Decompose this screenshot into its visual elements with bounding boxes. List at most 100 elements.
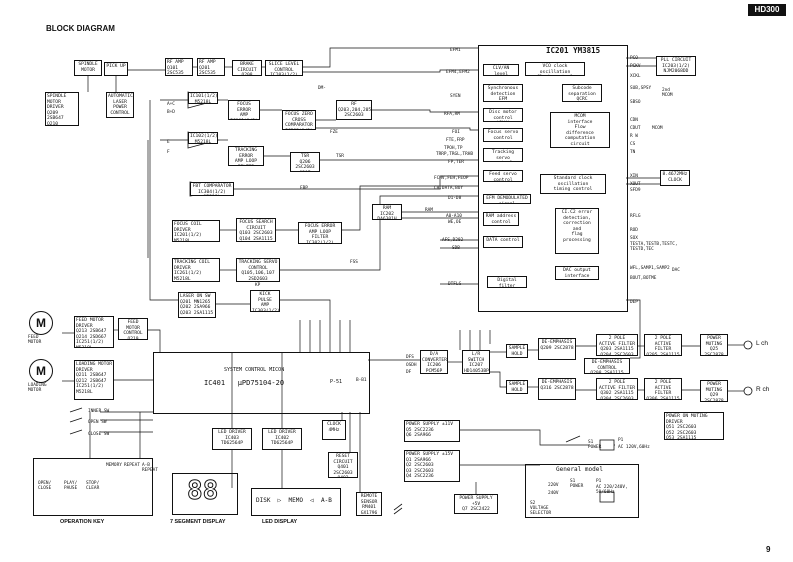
ic201-chip [478,45,628,312]
block-remote: REMOTE SENSOR RM401 GX1796 [356,492,382,516]
signal-label: A+C [167,102,175,107]
block-reset: RESET CIRCUIT Q401 2SC2603 Q402 2SC2603 [328,452,358,478]
signal-label: D1-D8 [448,196,462,201]
block-filter-2a: 2 POLE ACTIVE FILTER Q302 2SA1115 Q304 2… [596,378,638,400]
signal-label: PCO [630,56,638,61]
key-label: A-B REPEAT [142,463,158,473]
signal-label: SOX [630,236,638,241]
ic201-block-subcode: Subcode separation QCRC [562,84,602,102]
ic201-block-std-clock: Standard clock oscillation timing contro… [540,174,606,194]
block-led-driver-2: LED DRIVER IC402 TD62564P [262,428,302,450]
motor-feed: M [29,311,53,335]
ic201-block-dac-out: DAC output interface [555,266,599,280]
block-led-driver-1: LED DRIVER IC403 TD62564P [212,428,252,450]
signal-label: CLOSE SW [88,432,110,437]
key-label: REPEAT [124,463,140,468]
signal-label: DFS [406,355,414,360]
motor-loading: M [29,359,53,383]
signal-label: CH,DATA,BUY [434,186,464,191]
signal-label: FBP [300,186,308,191]
general-p1: P1 [596,479,602,484]
block-spindle-motor: SPINDLE MOTOR [74,60,102,76]
led-display-caption: LED DISPLAY [262,519,298,525]
operation-key-caption: OPERATION KEY [60,519,105,525]
block-ps-1: POWER SUPPLY ±11V Q5 2SC2236 Q6 2SA966 [404,420,460,442]
signal-label: S1 POWER [588,440,602,450]
signal-label: XOUT [630,182,641,187]
block-sh-2: SAMPLE HOLD [506,380,528,394]
block-rf-amp-2: RF AMP Q201 2SC535 Q202 2SC2603 [197,58,225,76]
signal-label: ROD [630,228,638,233]
ic201-block-vco: VCO clock oscillation Clock control [525,62,585,76]
general-spec: AC 220/240V, 50/60Hz [596,485,628,495]
block-da-conv: D/A CONVERTER IC206 PCM56P [420,350,448,374]
block-focus-search: FOCUS SEARCH CIRCUIT Q103 2SC2603 Q104 2… [236,218,276,242]
ic401-line1: SYSTEM CONTROL MICON [224,367,285,373]
signal-label: SBSO [630,100,641,105]
block-power-mute-2: POWER MUTING Q29 2SC2878 [700,380,728,402]
block-clock-4m: CLOCK 4MHz [322,420,346,440]
key-label: MEMORY [106,463,122,468]
general-model-title: General model [556,466,603,473]
signal-label: SYEN [450,94,461,99]
block-brake: BRAKE CIRCUIT Q208 2SC2603 [232,60,262,76]
block-tsr: TSR Q206 2SC2603 Q207 2SC2603 [290,152,320,172]
page-title: BLOCK DIAGRAM [46,24,115,33]
ic201-title: IC201 YM3815 [546,46,601,55]
led-display-panel: DISK ▷ MEMO ◁ A-B [251,488,341,516]
block-filter-1a: 2 POLE ACTIVE FILTER Q203 2SA1115 Q204 2… [596,334,638,356]
block-tracking-coil: TRACKING COIL DRIVER IC261(1/2) M5218L I… [172,258,220,282]
block-tracking-error: TRACKING ERROR AMP LOOP FILTER IC301(1/2… [228,146,264,166]
signal-label: B-B1 [356,378,367,383]
signal-label: CDN [630,118,638,123]
block-de-emph-1: DE-EMPHASIS Q209 2SC2878 [538,338,576,360]
v240-label: 240V [548,491,559,496]
led-items: DISK ▷ MEMO ◁ A-B [256,497,332,504]
signal-label: E [167,140,170,145]
signal-label: DEP [630,300,638,305]
signal-label: TESTA,TESTB,TESTC, TESTD,TEC [630,242,678,252]
signal-label: TN [630,150,636,155]
signal-label: TSR [336,154,344,159]
ic201-block-feed-servo: Feed servo control [483,170,523,182]
signal-label: FOI [452,130,460,135]
ic201-block-ram-addr: RAM address control [483,212,519,226]
signal-label: DTFLG [448,282,462,287]
block-mute-driver: POWER ON MUTING DRIVER Q51 2SC2603 Q52 2… [664,412,724,440]
block-filter-2b: 2 POLE ACTIVE FILTER Q306 2SA1115 Q308 2… [644,378,682,400]
block-focus-servo-filter: FOCUS ERROR AMP LOOP FILTER IC302(1/2) M… [298,222,342,244]
signal-label: CS [630,142,636,147]
block-feed-driver: FEED MOTOR DRIVER Q213 2SB647 Q214 2SD66… [74,316,114,348]
block-loading-driver: LOADING MOTOR DRIVER Q211 2SB647 Q212 2S… [74,360,114,400]
block-pick-up: PICK UP [104,62,128,76]
signal-label: SUB,SPSY [630,86,652,91]
left-channel-output: L ch [756,340,769,347]
signal-label: RFLG [630,214,641,219]
ic401-line2: IC401 μPD75104-20 [204,379,285,387]
block-tracking-servo: TRACKING SERVO CONTROL Q105,106,107 2SD2… [236,258,280,282]
ic201-block-mcom: MCOM interface Flow difference computati… [550,112,610,148]
signal-label: AFS,D202 [442,238,464,243]
ic401-microcontroller: SYSTEM CONTROL MICON IC401 μPD75104-20 P… [153,352,370,414]
signal-label: DM- [318,86,326,91]
block-fbt-comp: FBT COMPARATOR IC304(1/2) M5218L [190,182,234,196]
ic201-block-sync: Synchronous detection EFM demodulation [483,84,523,102]
signal-label: MCOM [652,126,663,131]
block-xtal: 8.4672MHz CLOCK [660,170,690,186]
signal-label: EFM1 [450,48,461,53]
motor-label-feed: FEED MOTOR [28,335,42,345]
ic201-block-error: CI.C2 error detection, correction and fl… [555,208,599,254]
block-ram: RAM IC202 DA6301H [372,204,402,220]
signal-label: DF [406,370,412,375]
block-focus-coil: FOCUS COIL DRIVER IC201(1/2) M5218L IC25… [172,220,220,242]
block-pll: PLL CIRCUIT IC203(1/2) NJM2068DD [656,56,696,76]
motor-label-loading: LOADING MOTOR [28,383,47,393]
v220-label: 220V [548,483,559,488]
ic201-block-data-ctl: DATA control [483,236,523,248]
seven-segment-digits: 88 [186,476,219,507]
voltage-selector: S2 VOLTAGE SELECTOR [530,501,552,516]
signal-label: OSDH [406,363,417,368]
ic201-block-focus-servo: Focus servo control [483,128,523,142]
block-rf-amp-1: RF AMP Q101 2SC535 Q102 2SC2603 [165,58,193,76]
ic201-block-digital-filter: Digital filter [487,276,527,288]
